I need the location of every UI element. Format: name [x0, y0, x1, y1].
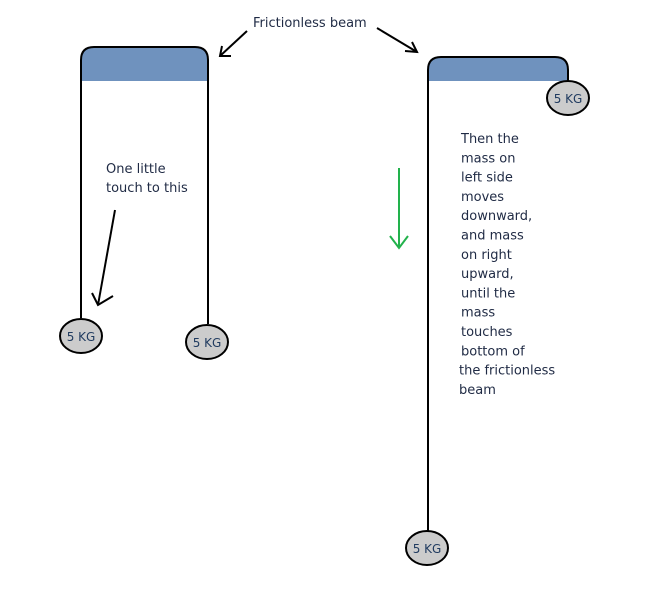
title-label: Frictionless beam: [253, 16, 367, 31]
left-pulley-beam: [80, 46, 209, 324]
explanation-line: left side: [461, 171, 513, 186]
explanation-line: moves: [461, 190, 504, 205]
pointer-arrow-left: [218, 30, 248, 57]
mass-label: 5 KG: [193, 336, 222, 350]
mass-label: 5 KG: [554, 92, 583, 106]
right-pulley-beam: [427, 56, 569, 532]
explanation-text: Then the mass on left side moves downward, an…: [459, 132, 555, 398]
instruction-line: One little: [106, 162, 166, 177]
left-mass-2: 5 KG: [185, 324, 229, 360]
explanation-line: on right: [461, 248, 512, 263]
explanation-line: upward,: [461, 267, 514, 282]
downward-motion-arrow: [389, 168, 409, 250]
explanation-line: the frictionless: [459, 364, 555, 379]
explanation-line: Then the: [460, 132, 519, 147]
explanation-line: and mass: [461, 229, 524, 244]
right-mass-bottom: 5 KG: [405, 530, 449, 566]
pointer-arrow-right: [376, 27, 419, 54]
mass-label: 5 KG: [413, 542, 442, 556]
touch-arrow: [91, 209, 116, 307]
left-mass-1: 5 KG: [59, 318, 103, 354]
explanation-line: touches: [461, 325, 513, 340]
mass-label: 5 KG: [67, 330, 96, 344]
instruction-line: touch to this: [106, 181, 188, 196]
explanation-line: mass: [461, 306, 495, 321]
explanation-line: beam: [459, 383, 496, 398]
explanation-line: bottom of: [461, 344, 525, 359]
explanation-line: downward,: [461, 209, 532, 224]
explanation-line: until the: [461, 286, 515, 301]
right-mass-top: 5 KG: [546, 80, 590, 116]
explanation-line: mass on: [461, 151, 516, 166]
